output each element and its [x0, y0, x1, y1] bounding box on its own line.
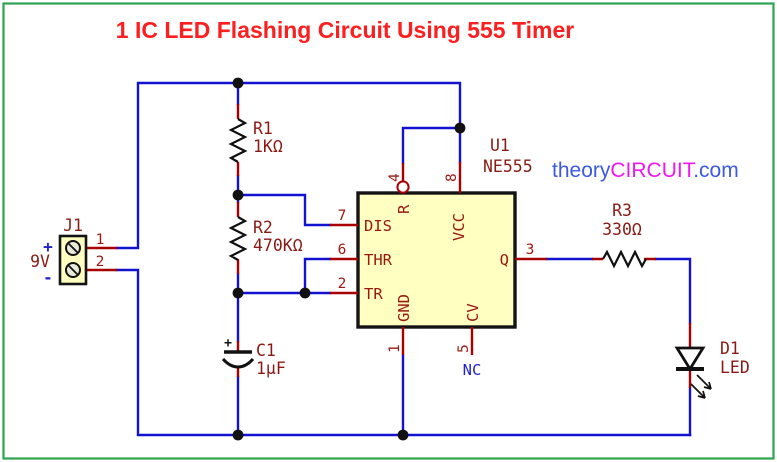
wire-dis — [236, 193, 332, 227]
pin-number-8: 8 — [444, 173, 460, 182]
r3-value: 330Ω — [602, 220, 642, 239]
resistor-r2-symbol — [228, 216, 248, 261]
r3-ref: R3 — [612, 201, 632, 220]
pin-number-3: 3 — [526, 242, 535, 258]
pin-name-q: Q — [500, 251, 509, 269]
nc-label: NC — [463, 361, 482, 379]
u1-ref: U1 — [490, 136, 510, 155]
j1-pin-number-1: 1 — [96, 232, 105, 248]
u1-value: NE555 — [483, 157, 533, 176]
j1-leads — [86, 246, 117, 272]
j1-minus-mark: - — [43, 268, 53, 287]
wire-thr — [303, 257, 332, 295]
j1-plus-mark: + — [43, 237, 53, 256]
capacitor-c1-plate-neg — [221, 357, 255, 369]
r1-value: 1KΩ — [253, 137, 283, 156]
junction-dot — [299, 287, 311, 299]
j1-screw-slot — [67, 242, 79, 254]
junction-dot — [232, 429, 244, 441]
d1-ref: D1 — [720, 339, 740, 358]
pin-name-thr: THR — [364, 251, 393, 269]
reset-invert-bubble — [396, 180, 410, 194]
pin-name-dis: DIS — [364, 217, 392, 235]
c1-ref: C1 — [256, 341, 276, 360]
pin-number-4: 4 — [387, 173, 403, 182]
pin-name-reset: R — [395, 204, 413, 214]
c1-value: 1µF — [256, 359, 286, 378]
led-emission-arrow — [696, 374, 712, 390]
j1-pin-number-2: 2 — [96, 254, 105, 270]
junction-dot — [454, 122, 466, 134]
junction-dot — [232, 77, 244, 89]
watermark-theory: theory — [552, 159, 611, 182]
resistor-r3-symbol — [602, 249, 647, 269]
r2-value: 470KΩ — [253, 236, 303, 255]
wire-ground-rail — [115, 268, 692, 437]
j1-ref: J1 — [63, 216, 83, 235]
watermark-circuit: CIRCUIT — [610, 159, 695, 182]
wire-r3-led — [654, 257, 692, 325]
j1-voltage-label: 9V — [30, 252, 50, 271]
c1-plus-mark: + — [224, 336, 232, 351]
watermark: theoryCIRCUIT.com — [552, 159, 739, 182]
pin-number-2: 2 — [338, 276, 347, 292]
watermark-com: .com — [693, 159, 739, 182]
resistor-r1-symbol — [228, 118, 248, 163]
junction-dot — [232, 287, 244, 299]
pin-number-6: 6 — [338, 242, 347, 258]
pin-name-cv: CV — [464, 303, 482, 322]
pin-number-5: 5 — [456, 344, 472, 353]
j1-screw-slot — [67, 264, 79, 276]
junction-dot — [232, 189, 244, 201]
pin-number-1: 1 — [387, 344, 403, 353]
r2-ref: R2 — [253, 218, 273, 237]
wire-reset-branch — [401, 126, 462, 165]
d1-value: LED — [720, 358, 750, 377]
pin-number-7: 7 — [338, 208, 347, 224]
led-d1-symbol — [674, 346, 706, 372]
r1-ref: R1 — [253, 119, 273, 138]
pin-name-gnd: GND — [395, 294, 413, 322]
wire-vcc-rail — [115, 81, 462, 250]
pin-name-vcc: VCC — [450, 213, 468, 241]
led-emission-arrow — [690, 383, 706, 399]
junction-dot — [397, 429, 409, 441]
pin-name-tr: TR — [364, 285, 383, 303]
page-title: 1 IC LED Flashing Circuit Using 555 Time… — [116, 17, 574, 43]
